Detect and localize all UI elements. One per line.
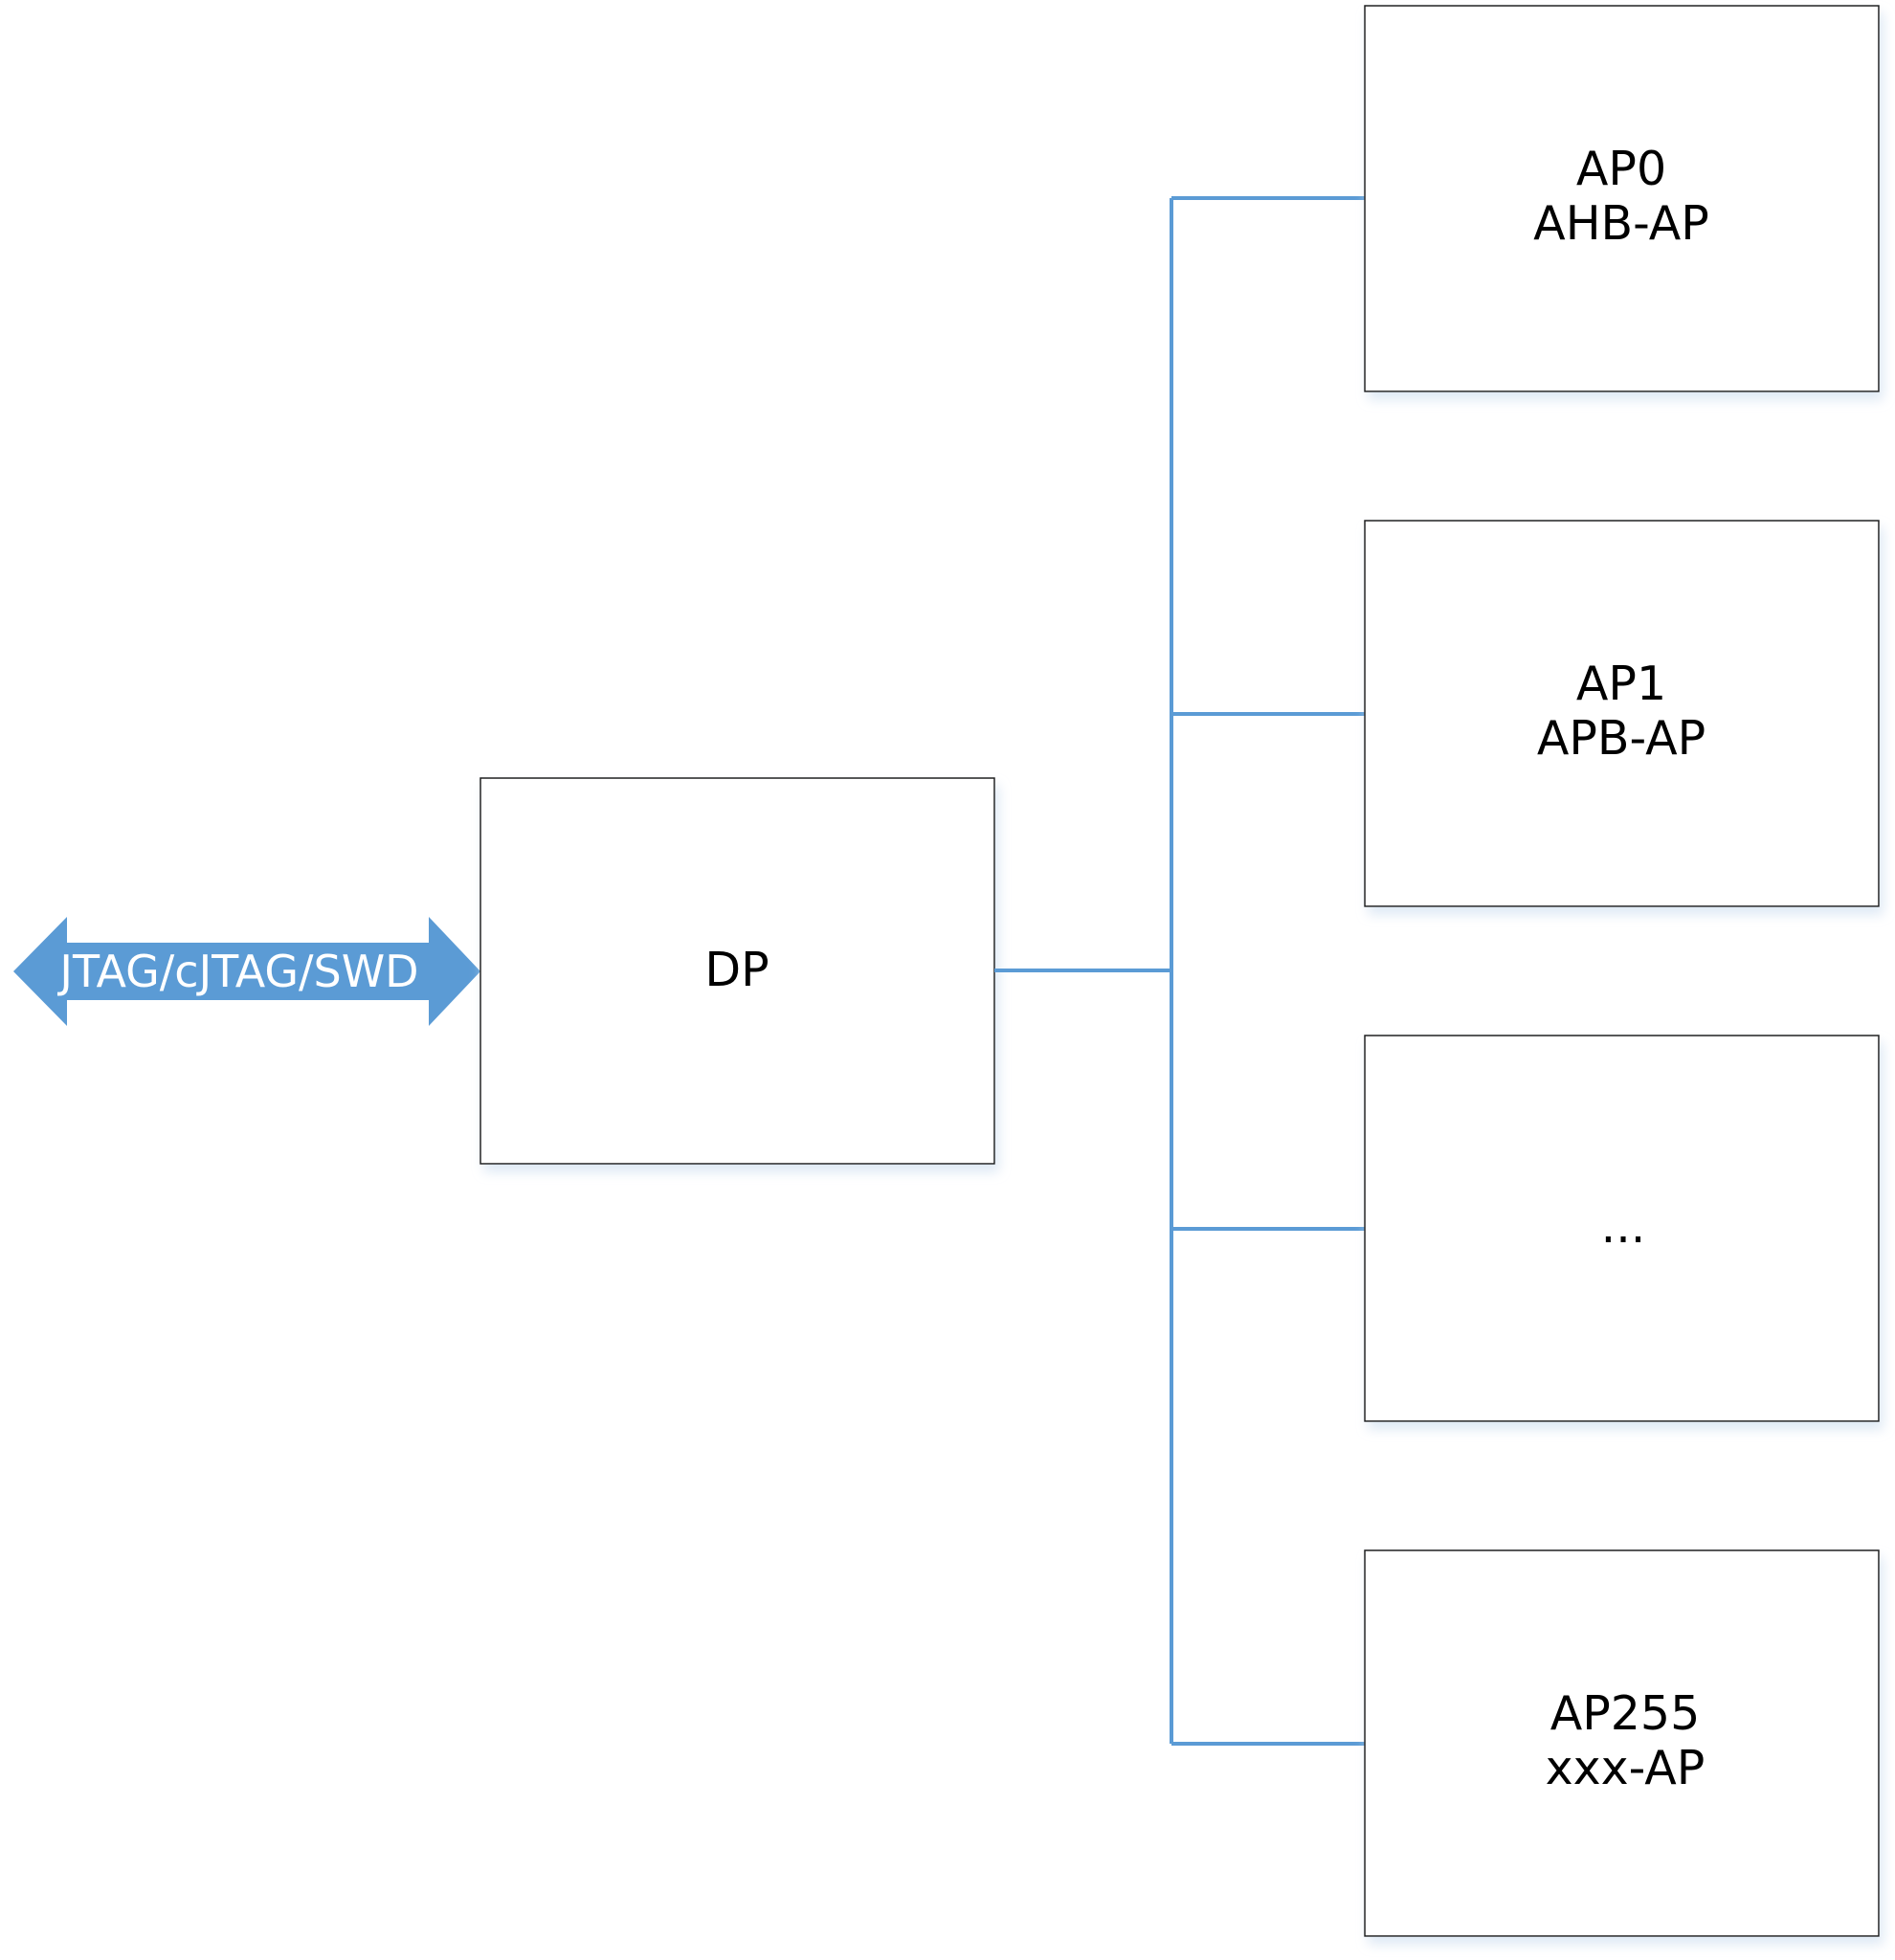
ap-type-label: xxx-AP [1546,1741,1706,1795]
ap-block-ap255: AP255 xxx-AP [1364,1549,1880,1937]
ap-type-label: APB-AP [1537,711,1706,766]
ap-box [1364,520,1880,907]
ap-type-label: AHB-AP [1533,196,1709,251]
ap-box [1364,5,1880,392]
interface-label: JTAG/cJTAG/SWD [56,946,418,997]
ap-block-ap0: AP0 AHB-AP [1364,5,1880,392]
ap-name-label: AP1 [1576,657,1666,711]
ap-name-label: AP0 [1576,142,1666,196]
ap-name-label: AP255 [1550,1686,1701,1741]
ap-name-label: ... [1601,1199,1646,1254]
connector-bus [994,196,1365,1746]
double-arrow-icon [13,917,480,1026]
ap-block-ellipsis: ... [1364,1035,1880,1422]
dp-label: DP [704,943,769,997]
ap-block-ap1: AP1 APB-AP [1364,520,1880,907]
ap-box [1364,1035,1880,1422]
ap-box [1364,1549,1880,1937]
dp-block: DP [479,777,995,1165]
interface-double-arrow: JTAG/cJTAG/SWD [13,917,480,1026]
